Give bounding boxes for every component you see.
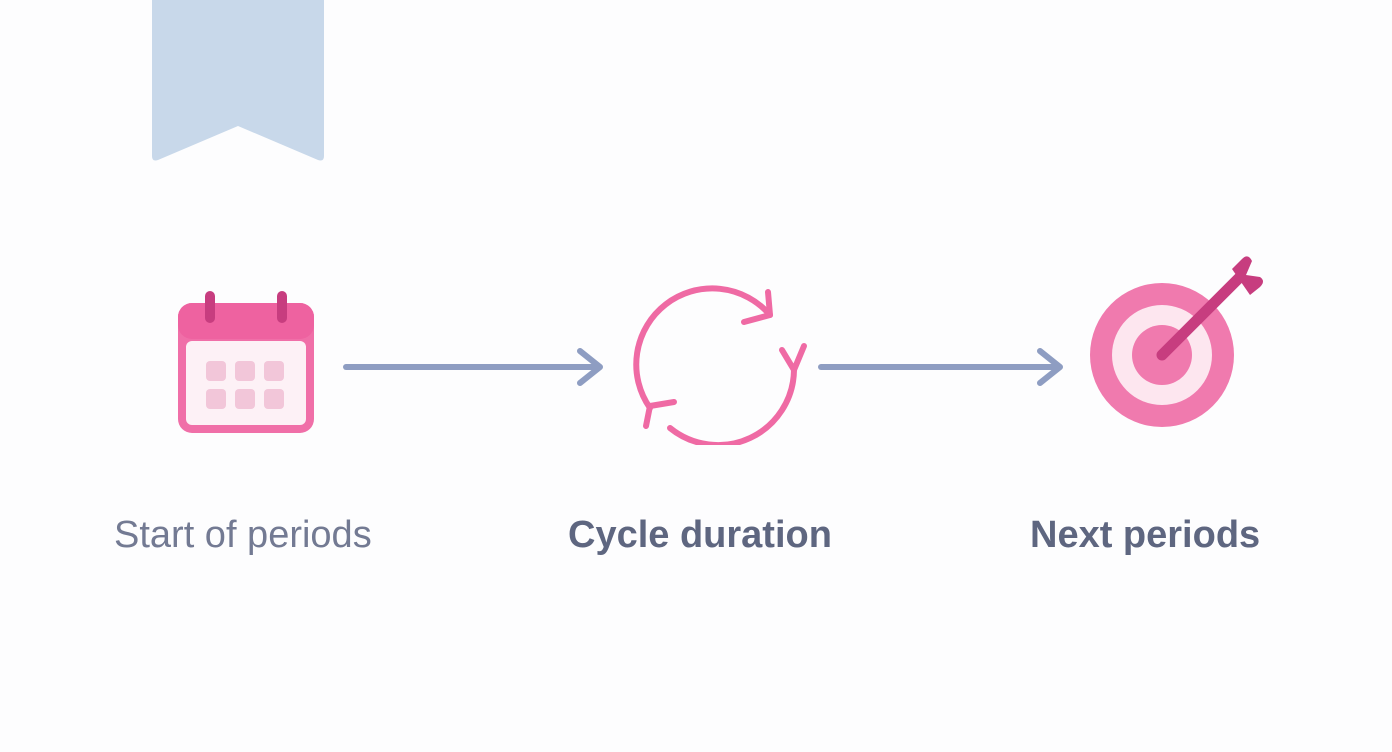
arrow-right-icon [343, 348, 603, 386]
arrow-right-icon [818, 348, 1063, 386]
target-icon [1090, 256, 1263, 427]
step-label-start: Start of periods [114, 514, 372, 556]
bookmark-icon [152, 0, 324, 161]
step-label-cycle: Cycle duration [568, 514, 832, 556]
step-label-next: Next periods [1030, 514, 1261, 556]
calendar-icon [178, 291, 314, 433]
cycle-icon [633, 285, 807, 445]
